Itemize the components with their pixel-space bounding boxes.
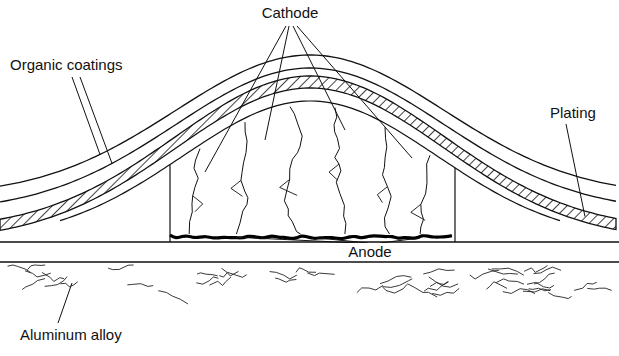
- alloy-crack: [196, 277, 218, 284]
- alloy-crack: [357, 285, 383, 292]
- alloy-crack: [527, 282, 554, 288]
- alloy-crack: [574, 282, 597, 290]
- alloy-crack: [42, 272, 64, 281]
- part-label: Aluminum alloy: [18, 326, 124, 343]
- alloy-crack: [60, 282, 77, 287]
- cathode-crack: [420, 155, 430, 234]
- alloy-crack: [429, 277, 458, 287]
- alloy-crack: [22, 279, 45, 290]
- alloy-crack: [423, 269, 454, 274]
- alloy-crack: [496, 279, 524, 284]
- alloy-crack: [209, 277, 231, 285]
- cathode-crack: [231, 180, 242, 196]
- alloy-surface: [0, 241, 619, 242]
- alloy-crack: [307, 273, 334, 276]
- cathode-crack: [189, 149, 200, 234]
- part-label: Organic coatings: [8, 56, 125, 73]
- cathode-crack: [284, 107, 302, 234]
- alloy-crack: [221, 268, 246, 277]
- alloy-crack: [197, 273, 218, 276]
- blister-wall: [60, 101, 560, 221]
- alloy-crack: [534, 267, 561, 273]
- alloy-crack: [296, 268, 316, 273]
- alloy-crack: [270, 272, 297, 279]
- alloy-crack: [27, 265, 45, 270]
- alloy-crack: [219, 271, 238, 277]
- leader-line: [566, 124, 585, 217]
- cathode-crack: [377, 187, 387, 203]
- alloy-crack: [548, 292, 571, 298]
- alloy-crack: [407, 284, 437, 297]
- cathode-crack: [334, 108, 346, 234]
- leader-line: [297, 26, 412, 158]
- alloy-crack: [534, 273, 555, 284]
- part-label: Plating: [548, 104, 598, 121]
- anode-line: [170, 235, 452, 239]
- part-label: Cathode: [260, 4, 321, 21]
- plating-layer: [0, 76, 616, 230]
- alloy-crack: [127, 284, 153, 287]
- alloy-crack: [380, 276, 411, 284]
- organic-coating: [0, 55, 616, 186]
- leader-line: [293, 26, 345, 130]
- leader-line: [72, 77, 100, 154]
- cathode-crack: [280, 179, 298, 195]
- leader-line: [80, 77, 112, 163]
- alloy-crack: [158, 291, 188, 304]
- cathode-boundary: [454, 168, 455, 242]
- alloy-surface: [0, 261, 619, 262]
- leader-line: [58, 283, 72, 323]
- cathode-crack: [329, 164, 339, 180]
- cathode-crack: [236, 122, 248, 234]
- alloy-crack: [383, 284, 407, 293]
- cathode-crack: [382, 127, 391, 234]
- alloy-crack: [524, 266, 547, 273]
- alloy-crack: [492, 268, 524, 275]
- alloy-crack: [25, 271, 51, 277]
- part-label: Anode: [346, 243, 393, 260]
- cathode-crack: [411, 204, 425, 220]
- organic-coating: [0, 68, 616, 202]
- alloy-crack: [275, 278, 296, 282]
- alloy-crack: [108, 265, 133, 270]
- alloy-crack: [486, 282, 507, 289]
- cathode-boundary: [169, 165, 170, 242]
- alloy-crack: [45, 277, 68, 287]
- alloy-crack: [470, 270, 499, 279]
- leader-line: [265, 26, 289, 140]
- alloy-crack: [523, 289, 550, 292]
- alloy-crack: [432, 288, 459, 295]
- alloy-crack: [587, 288, 611, 290]
- cathode-crack: [193, 196, 203, 212]
- alloy-crack: [382, 279, 412, 288]
